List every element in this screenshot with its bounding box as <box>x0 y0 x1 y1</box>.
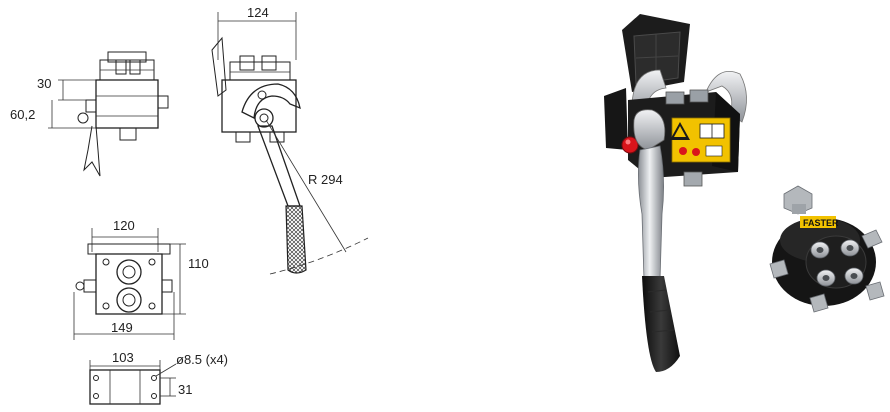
dim-hole-spec: ø8.5 (x4) <box>176 352 228 367</box>
dim-side-30: 30 <box>37 76 51 91</box>
dim-base-110: 110 <box>188 256 209 271</box>
base-view-drawing: 120 110 149 <box>73 218 209 340</box>
dim-side-60-2: 60,2 <box>10 107 35 122</box>
lever-view-drawing: 124 R 294 <box>211 5 369 275</box>
dim-plate-103: 103 <box>112 350 134 365</box>
dim-base-149: 149 <box>111 320 133 335</box>
plate-view-drawing: 103 ø8.5 (x4) 31 <box>89 350 228 405</box>
dim-top-124: 124 <box>247 5 269 20</box>
dim-radius-294: R 294 <box>308 172 343 187</box>
open-book-icon <box>699 123 725 139</box>
coupler-brand-plate <box>800 216 836 228</box>
coupler-brand-text: FASTER <box>803 218 839 228</box>
multi-coupler-photo: FASTER <box>769 185 885 313</box>
dim-base-120: 120 <box>113 218 135 233</box>
warning-triangle-icon <box>670 122 690 140</box>
dim-plate-31: 31 <box>178 382 192 397</box>
lever-coupler-photo <box>604 14 747 372</box>
side-view-drawing: 30 60,2 <box>10 51 169 177</box>
